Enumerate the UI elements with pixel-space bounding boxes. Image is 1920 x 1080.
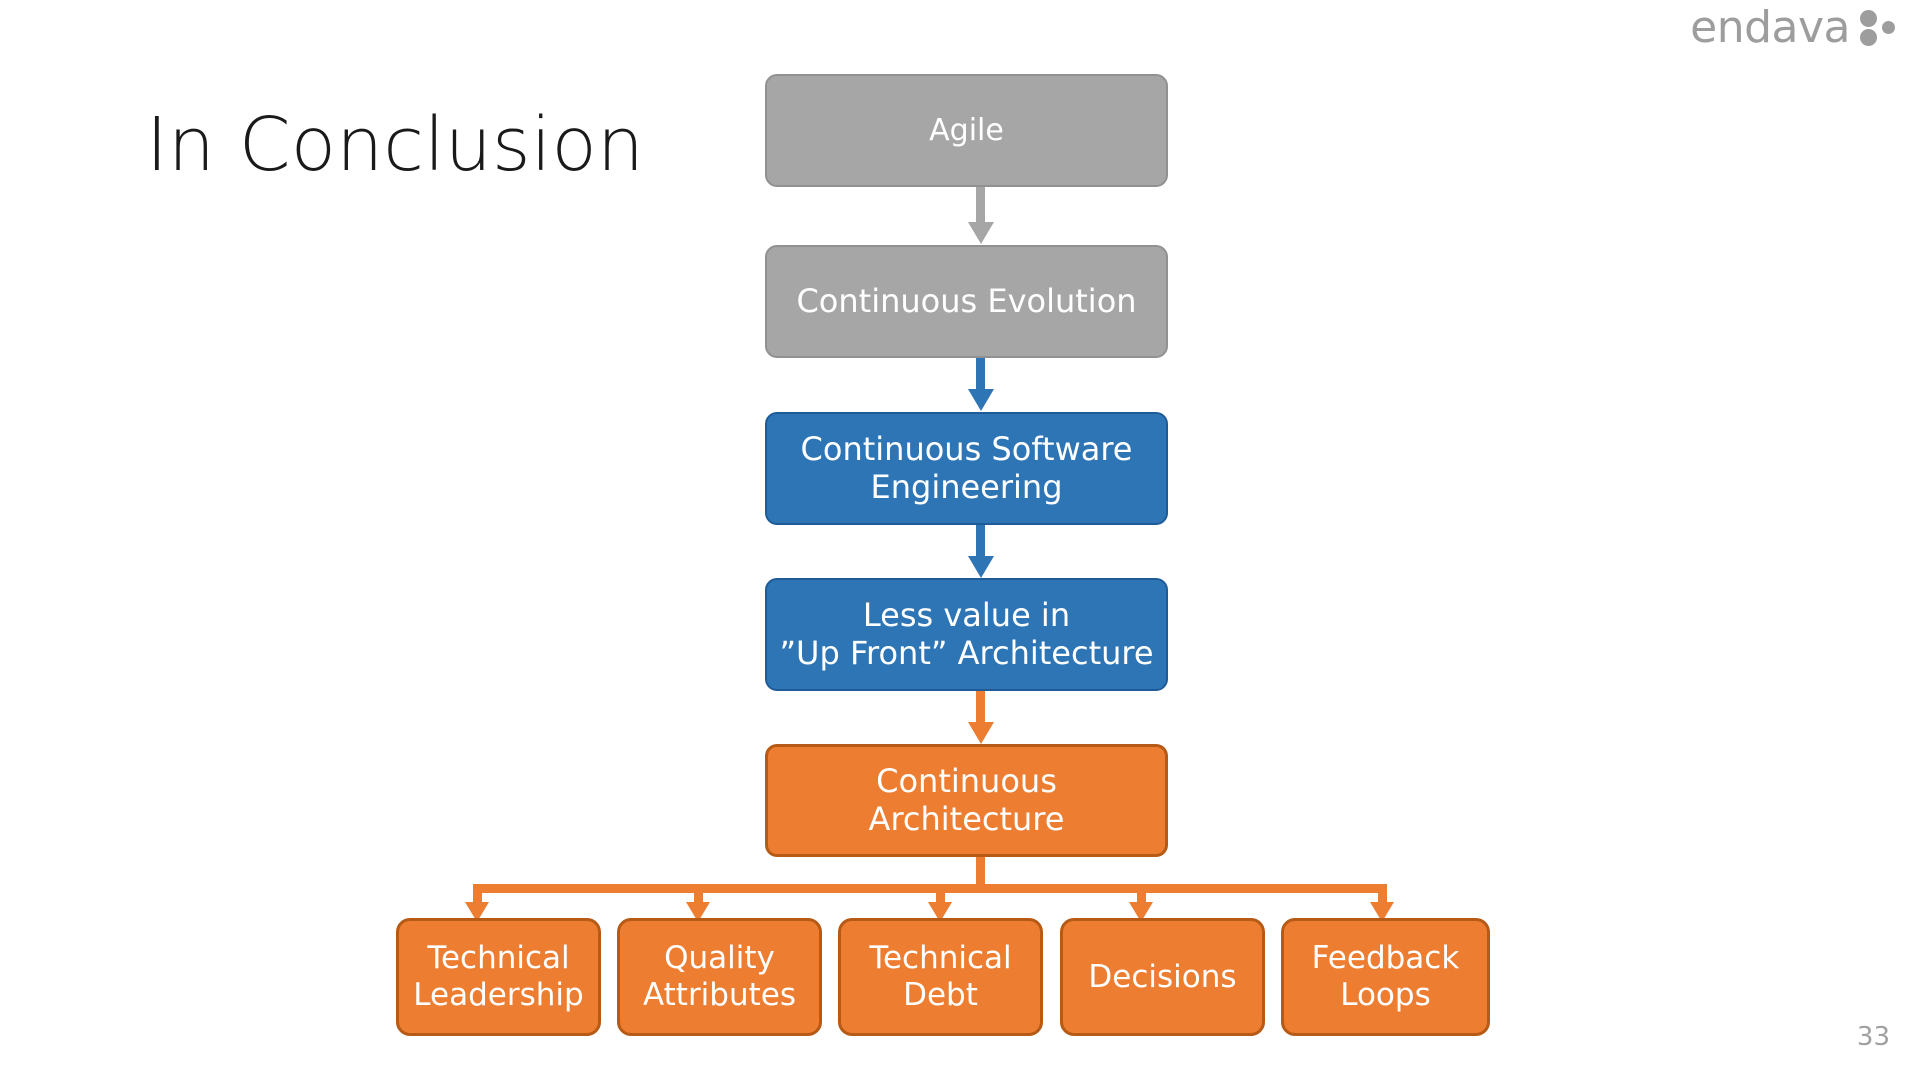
arrowhead-icon (465, 902, 489, 922)
slide-number: 33 (1856, 1022, 1890, 1052)
flow-node-continuous-evolution[interactable]: Continuous Evolution (765, 245, 1168, 358)
label-line-2: Engineering (870, 467, 1063, 506)
arrowhead-icon (968, 389, 994, 411)
arrowhead-icon (686, 902, 710, 922)
flow-node-technical-debt[interactable]: Technical Debt (838, 918, 1043, 1036)
label-line-2: ”Up Front” Architecture (779, 633, 1154, 672)
flow-node-continuous-architecture-label: Continuous Architecture (868, 761, 1065, 838)
arrowhead-icon (968, 722, 994, 744)
branch-horizontal-bar (473, 884, 1387, 893)
flow-node-agile[interactable]: Agile (765, 74, 1168, 187)
endava-dots-mark-icon (1860, 9, 1902, 47)
flow-node-decisions[interactable]: Decisions (1060, 918, 1265, 1036)
flow-node-agile-label: Agile (929, 112, 1004, 148)
flow-node-continuous-software-engineering-label: Continuous Software Engineering (800, 429, 1133, 507)
label-line-1: Feedback (1311, 940, 1460, 977)
endava-logo: endava (1690, 6, 1902, 50)
flow-node-technical-leadership[interactable]: Technical Leadership (396, 918, 601, 1036)
arrowhead-icon (928, 902, 952, 922)
label-line-1: Quality (664, 940, 775, 977)
label-line-1: Continuous Software (800, 429, 1133, 468)
flow-node-less-value-up-front-architecture[interactable]: Less value in ”Up Front” Architecture (765, 578, 1168, 691)
label-line-1: Technical (427, 940, 570, 977)
arrowhead-icon (1370, 902, 1394, 922)
label-line-1: Technical (869, 940, 1012, 977)
label-line-1: Less value in (862, 595, 1071, 634)
flow-node-quality-attributes-label: Quality Attributes (643, 940, 796, 1013)
label-line-2: Debt (903, 977, 978, 1013)
label-line-2: Attributes (642, 977, 797, 1013)
flow-node-quality-attributes[interactable]: Quality Attributes (617, 918, 822, 1036)
flow-node-technical-debt-label: Technical Debt (869, 940, 1011, 1013)
branch-stem (976, 857, 985, 893)
label-line-2: Loops (1340, 977, 1431, 1013)
page-title: In Conclusion (146, 102, 645, 188)
flow-node-feedback-loops[interactable]: Feedback Loops (1281, 918, 1490, 1036)
flow-node-feedback-loops-label: Feedback Loops (1312, 940, 1460, 1013)
flow-node-continuous-software-engineering[interactable]: Continuous Software Engineering (765, 412, 1168, 525)
arrowhead-icon (968, 222, 994, 244)
flow-node-technical-leadership-label: Technical Leadership (413, 940, 583, 1013)
flow-node-continuous-evolution-label: Continuous Evolution (796, 281, 1137, 320)
endava-wordmark: endava (1690, 2, 1850, 53)
label-line-2: Leadership (413, 977, 584, 1013)
arrowhead-icon (968, 556, 994, 578)
flow-node-less-value-label: Less value in ”Up Front” Architecture (779, 595, 1154, 673)
flow-node-continuous-architecture[interactable]: Continuous Architecture (765, 744, 1168, 857)
flow-node-decisions-label: Decisions (1088, 958, 1237, 995)
arrowhead-icon (1129, 902, 1153, 922)
